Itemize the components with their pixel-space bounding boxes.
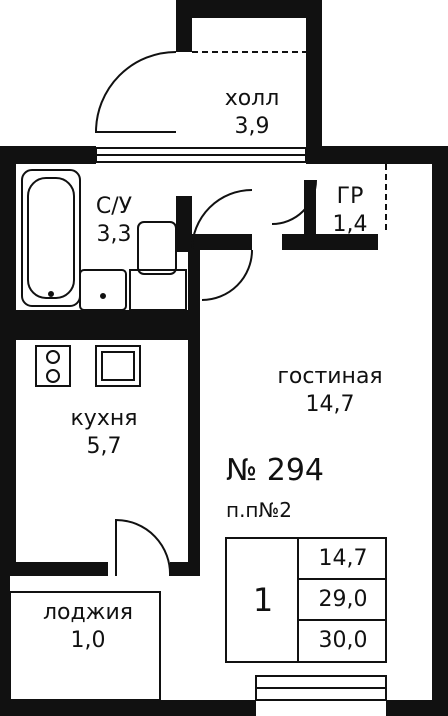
room-living-area: 14,7: [305, 392, 355, 417]
summary-rooms-count: 1: [252, 581, 274, 619]
toilet: [137, 221, 177, 275]
loggia-frame: [9, 591, 161, 701]
wall-kitchen-top: [16, 310, 190, 340]
room-loggia-name: лоджия: [42, 600, 134, 625]
apartment-number: № 294: [226, 453, 324, 488]
room-closet-label: ГР 1,4: [322, 186, 378, 236]
room-living-name: гостиная: [277, 364, 383, 389]
wall-hall-right: [306, 0, 322, 160]
wall-hall-bottom-left: [192, 234, 252, 250]
sink: [79, 269, 127, 311]
door-hall-entry: [94, 51, 177, 133]
room-loggia-label: лоджия 1,0: [26, 602, 150, 652]
doors: [94, 51, 387, 577]
room-bathroom-area: 3,3: [96, 222, 132, 247]
room-loggia-area: 1,0: [70, 628, 106, 653]
room-closet-area: 1,4: [332, 212, 368, 237]
door-bathroom: [191, 189, 253, 251]
wall-bottom-right: [386, 700, 448, 716]
summary-table: [225, 537, 387, 663]
room-kitchen-label: кухня 5,7: [54, 408, 154, 458]
room-closet-name: ГР: [336, 184, 364, 209]
door-closet: [271, 179, 317, 225]
summary-total-with-loggia: 30,0: [318, 628, 368, 653]
room-hall-label: холл 3,9: [204, 88, 300, 138]
washer: [129, 269, 187, 311]
fixtures: [21, 169, 187, 387]
apartment-section: п.п№2: [226, 498, 293, 522]
wall-loggia-left: [0, 576, 10, 716]
room-hall-name: холл: [224, 86, 280, 111]
room-bathroom-name: С/У: [95, 194, 133, 219]
windows: [9, 147, 387, 701]
room-kitchen-name: кухня: [70, 406, 138, 431]
wall-bottom-mid: [170, 562, 200, 576]
summary-total-area: 29,0: [318, 587, 368, 612]
wall-top-right: [306, 146, 448, 164]
wall-top-left: [0, 146, 96, 164]
wall-bath-right: [176, 196, 192, 252]
room-bathroom-label: С/У 3,3: [84, 196, 144, 246]
summary-living-area: 14,7: [318, 546, 368, 571]
room-kitchen-area: 5,7: [86, 434, 122, 459]
wall-loggia-bottom: [0, 700, 256, 716]
door-loggia: [115, 518, 172, 577]
wall-bottom-left: [0, 562, 108, 576]
stove: [35, 345, 71, 387]
room-living-label: гостиная 14,7: [240, 366, 420, 416]
wall-right: [432, 146, 448, 716]
wall-living-left: [188, 250, 200, 562]
wall-left: [0, 146, 16, 562]
wall-hall-top: [176, 0, 322, 18]
wall-hall-bottom-right: [282, 234, 378, 250]
door-living: [201, 249, 253, 301]
room-hall-area: 3,9: [234, 114, 270, 139]
kitchen-sink: [95, 345, 141, 387]
bathtub: [21, 169, 81, 307]
